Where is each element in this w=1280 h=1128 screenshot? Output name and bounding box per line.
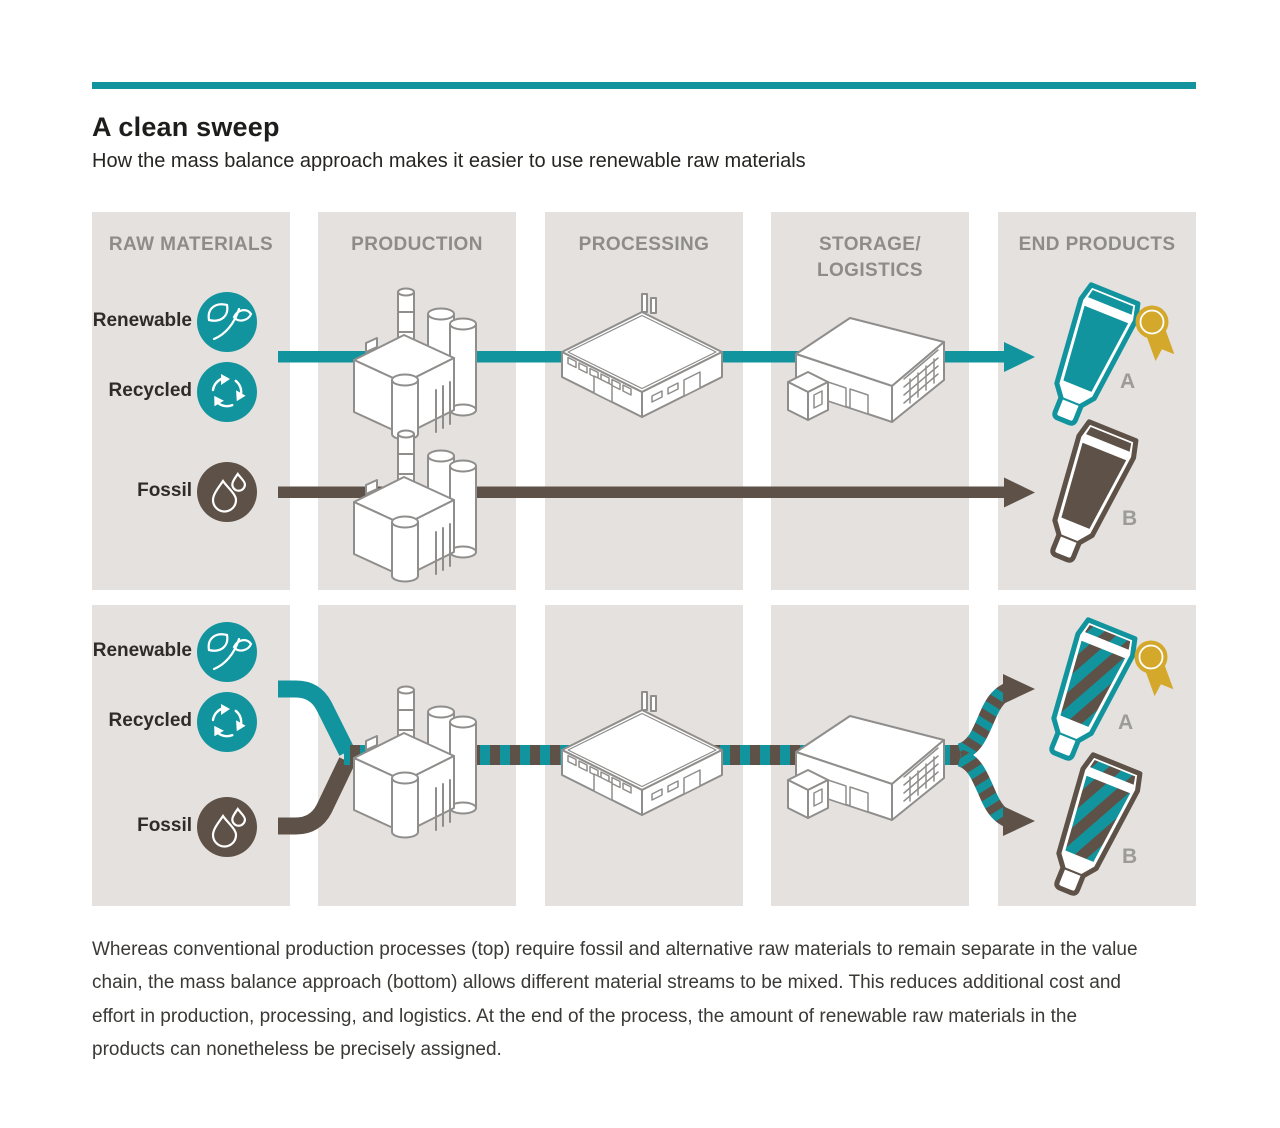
label-renewable-bottom: Renewable <box>92 640 192 661</box>
label-recycled-bottom: Recycled <box>108 710 192 731</box>
column-header-processing: PROCESSING <box>578 234 710 255</box>
oil-drops-icon <box>211 471 247 513</box>
mixed-stream-split-upper <box>956 682 1014 761</box>
label-fossil-top: Fossil <box>137 480 192 501</box>
label-recycled-top: Recycled <box>108 380 192 401</box>
page-title: A clean sweep <box>92 112 280 142</box>
storage-building-bottom <box>787 715 945 821</box>
product-tube-b-top <box>1034 420 1140 569</box>
mixed-stream-teal-inflow <box>278 680 355 756</box>
label-fossil-bottom: Fossil <box>137 815 192 836</box>
panel-top-raw-materials <box>92 212 290 590</box>
panel-bottom-raw-materials <box>92 605 290 906</box>
product-a-label-bottom: A <box>1118 711 1134 734</box>
award-badge-icon-top <box>1134 304 1176 363</box>
flow-arrow-brown-top <box>1004 477 1035 508</box>
oil-drops-icon <box>211 806 247 848</box>
storage-building-top <box>787 317 945 423</box>
mixed-stream-fossil-inflow <box>278 757 355 835</box>
column-header-end-products: END PRODUCTS <box>1018 234 1176 255</box>
recycled-material-icon-bottom <box>197 692 257 752</box>
production-plant-mixed-bottom <box>353 685 477 839</box>
caption-text: Whereas conventional production processe… <box>92 939 1138 1060</box>
leaf-icon <box>207 303 253 341</box>
product-b-label-bottom: B <box>1122 845 1138 868</box>
mixed-stream-split-lower <box>956 749 1014 828</box>
recycled-material-icon-top <box>197 362 257 422</box>
fossil-material-icon-top <box>197 462 257 522</box>
label-renewable-top: Renewable <box>92 310 192 331</box>
leaf-icon <box>207 633 253 671</box>
column-header-raw-materials: RAW MATERIALS <box>108 234 274 255</box>
renewable-material-icon-bottom <box>197 622 257 682</box>
flow-line-fossil-top <box>278 477 1035 508</box>
flow-arrow-mixed-lower <box>1003 806 1035 836</box>
column-header-storage-logistics: STORAGE/ LOGISTICS <box>817 234 923 281</box>
page-subtitle: How the mass balance approach makes it e… <box>92 150 806 172</box>
renewable-material-icon-top <box>197 292 257 352</box>
fossil-material-icon-bottom <box>197 797 257 857</box>
product-tube-b-bottom <box>1038 753 1144 902</box>
flow-arrow-mixed-upper <box>1003 674 1035 704</box>
product-b-label-top: B <box>1122 507 1138 530</box>
production-plant-renewable-top <box>353 287 477 441</box>
product-tube-a-top <box>1036 283 1142 432</box>
accent-rule <box>92 82 1196 89</box>
processing-building-top <box>561 293 723 418</box>
award-badge-icon-bottom <box>1133 639 1175 698</box>
column-header-production: PRODUCTION <box>351 234 483 255</box>
product-a-label-top: A <box>1120 370 1136 393</box>
flow-arrow-teal-top <box>1004 342 1035 372</box>
processing-building-bottom <box>561 691 723 816</box>
product-tube-a-bottom <box>1033 618 1139 767</box>
production-plant-fossil-top <box>353 429 477 583</box>
